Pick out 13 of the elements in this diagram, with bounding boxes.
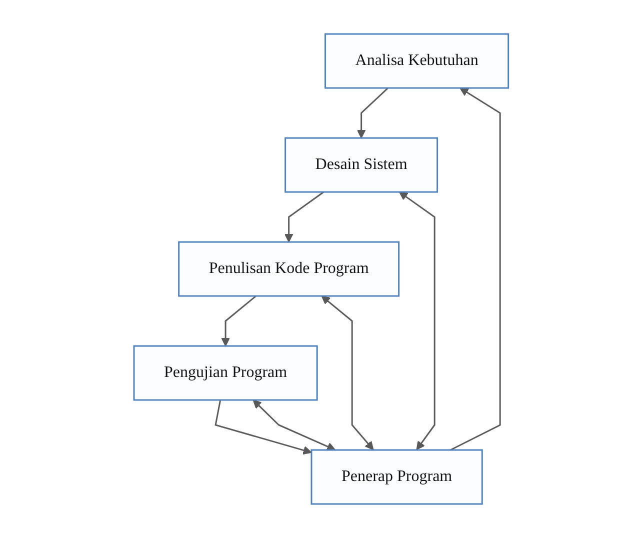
- arrow: [284, 191, 324, 242]
- node-box: Penerap Program: [310, 449, 483, 505]
- arrow: [214, 400, 312, 455]
- arrow: [356, 87, 388, 138]
- node-box: Pengujian Program: [133, 345, 318, 401]
- arrow: [220, 295, 256, 346]
- arrow: [321, 296, 374, 450]
- arrow: [398, 192, 436, 450]
- node-box: Penulisan Kode Program: [178, 241, 400, 297]
- node-box: Desain Sistem: [284, 137, 438, 193]
- arrow: [252, 400, 336, 451]
- node-box: Analisa Kebutuhan: [324, 33, 509, 89]
- arrow: [450, 88, 501, 451]
